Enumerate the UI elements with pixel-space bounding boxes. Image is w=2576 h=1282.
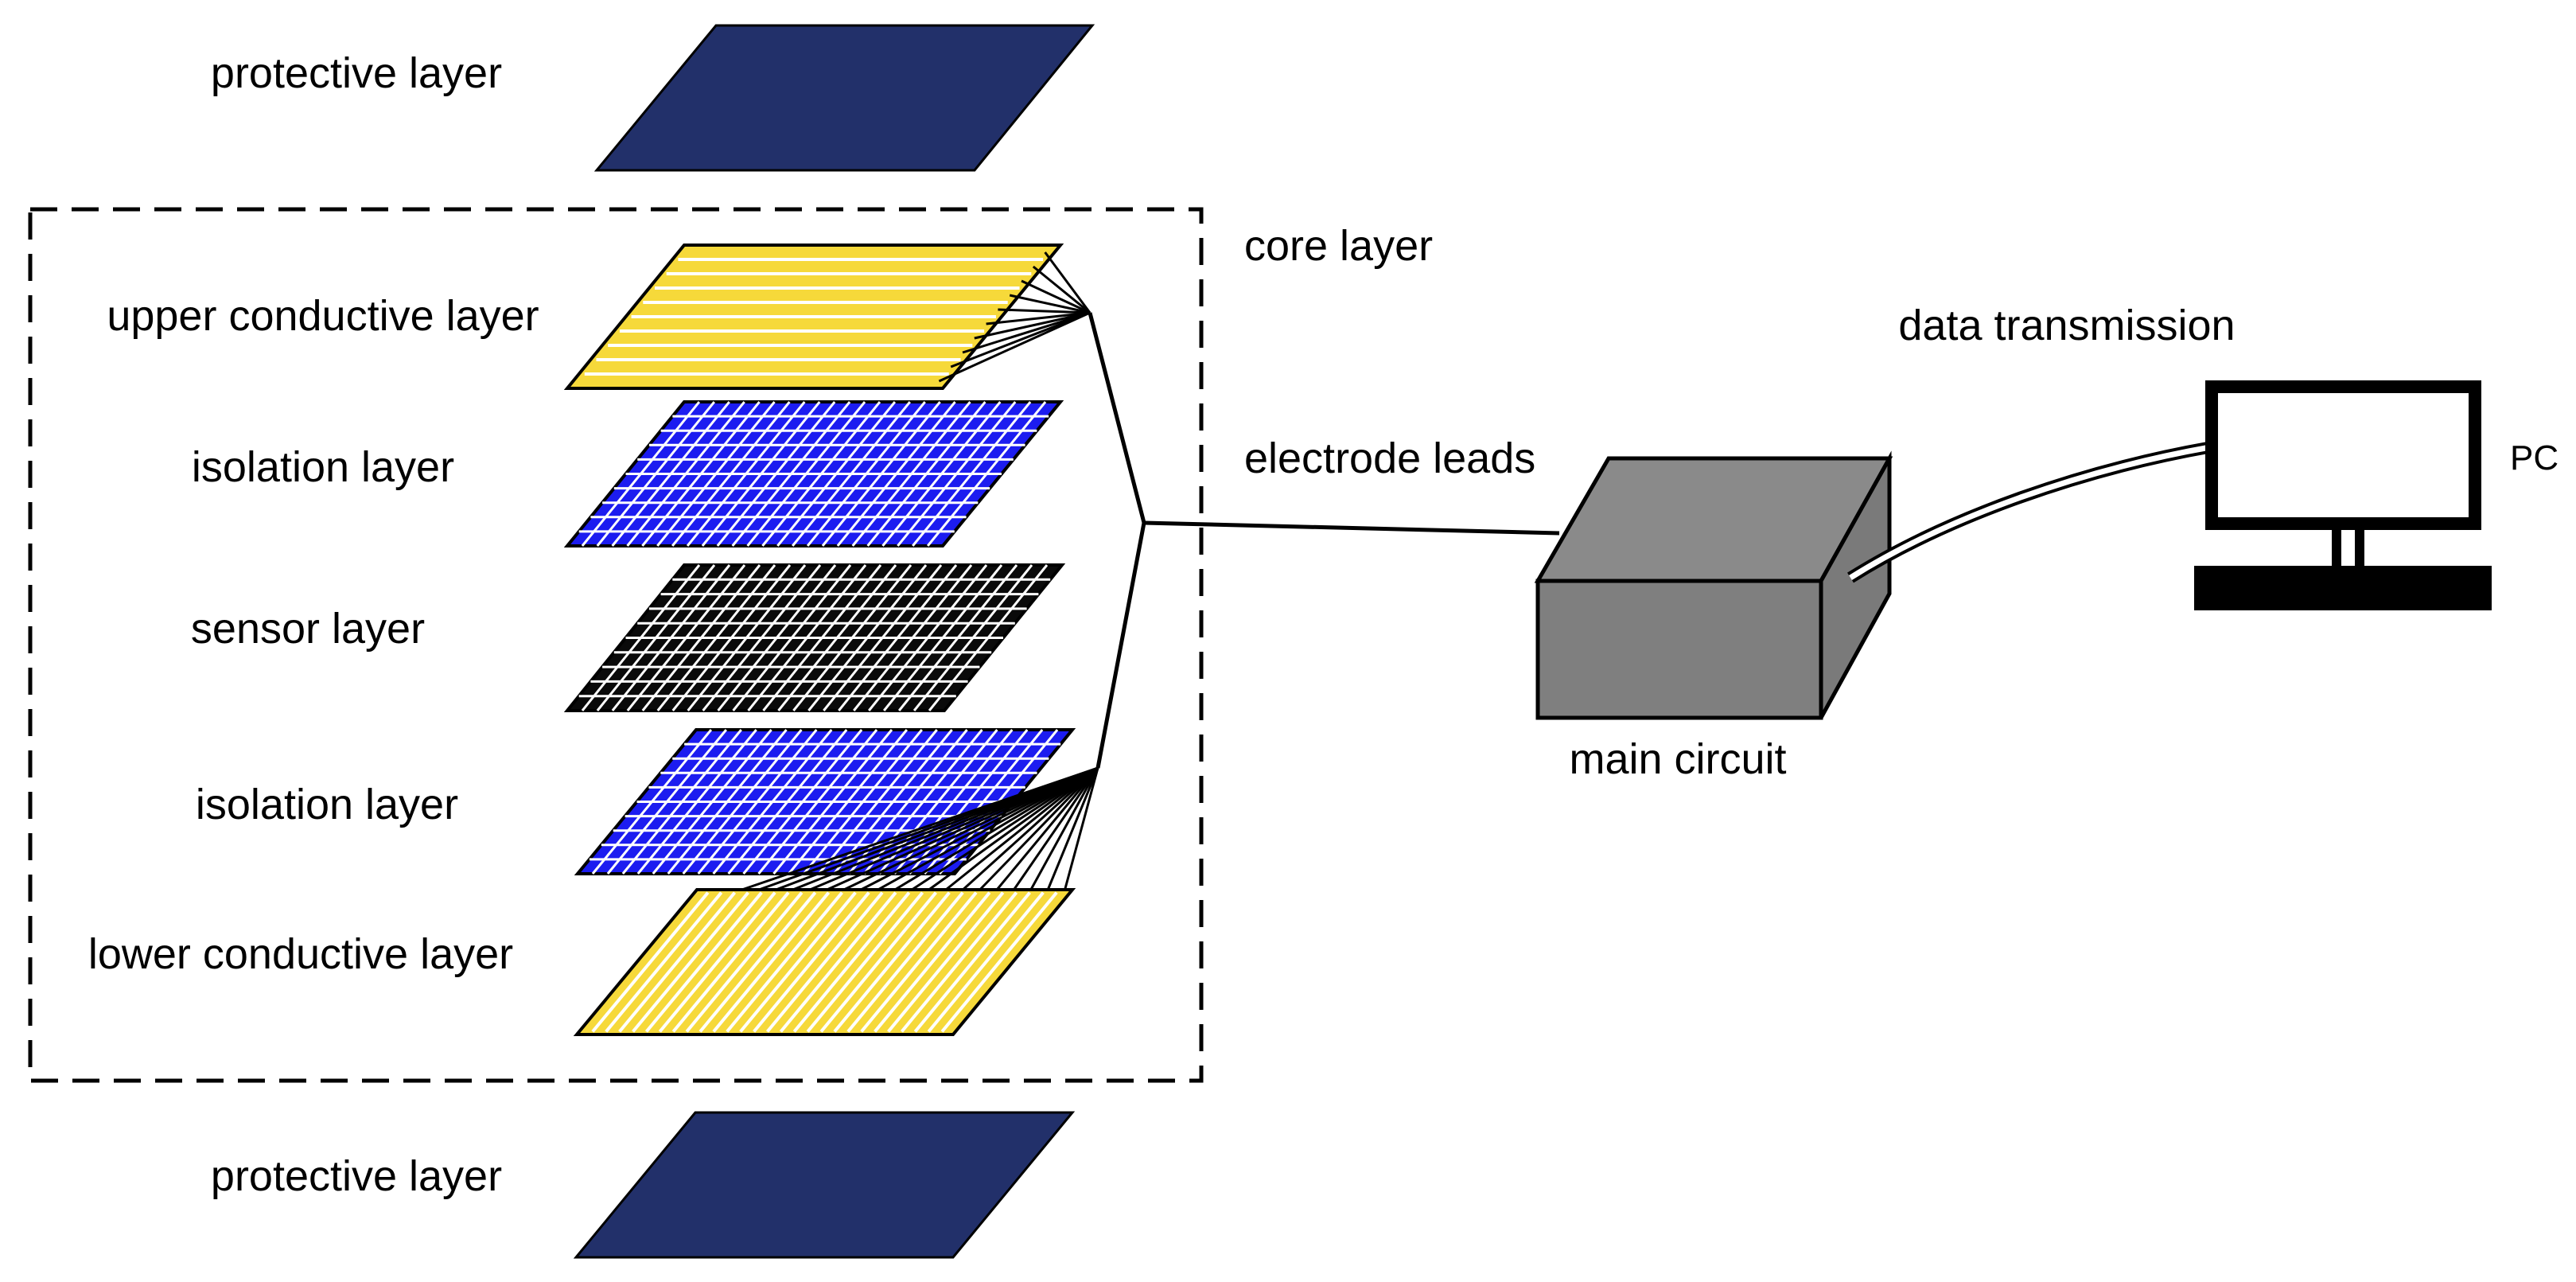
- label-main-circuit: main circuit: [1569, 735, 1786, 783]
- core-layer-boundary: [28, 207, 1204, 1083]
- label-data-transmission: data transmission: [1898, 302, 2235, 349]
- label-upper-conductive: upper conductive layer: [107, 292, 539, 340]
- data-transmission-cable: [1847, 441, 2212, 583]
- upper-electrode-fan: [938, 251, 1091, 383]
- isolation-layer-upper: [563, 400, 1064, 547]
- label-core-layer: core layer: [1244, 222, 1433, 270]
- lower-electrode-fan: [741, 766, 1099, 891]
- label-isolation-upper: isolation layer: [192, 443, 454, 491]
- electrode-lead-to-circuit: [1143, 520, 1560, 536]
- electrode-leads-wire: [1088, 312, 1146, 769]
- label-electrode-leads: electrode leads: [1244, 434, 1535, 482]
- main-circuit-box-icon: [1534, 450, 1893, 720]
- sensor-layer: [563, 563, 1066, 712]
- upper-conductive-layer: [563, 244, 1064, 390]
- label-pc: PC: [2510, 438, 2558, 477]
- label-lower-conductive: lower conductive layer: [88, 930, 513, 978]
- protective-layer-top: [593, 24, 1095, 172]
- isolation-layer-lower: [574, 728, 1076, 875]
- label-protective-top: protective layer: [211, 49, 502, 97]
- label-isolation-lower: isolation layer: [196, 781, 458, 828]
- label-protective-bottom: protective layer: [211, 1152, 502, 1200]
- protective-layer-bottom: [573, 1111, 1076, 1259]
- label-sensor: sensor layer: [191, 605, 425, 653]
- lower-conductive-layer: [573, 888, 1076, 1036]
- pc-monitor-icon: [2194, 380, 2492, 610]
